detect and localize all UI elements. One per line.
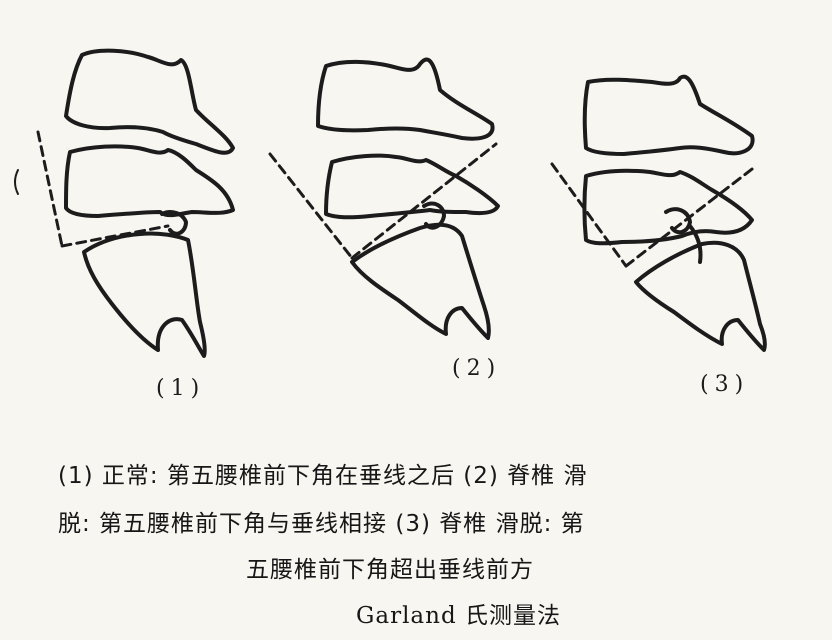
vertebra-l4 bbox=[582, 74, 755, 156]
perpendicular-line bbox=[268, 152, 354, 260]
perpendicular-line bbox=[36, 130, 64, 248]
sacrum bbox=[350, 222, 491, 340]
figure-label-2: (2) bbox=[452, 356, 502, 381]
scan-mark bbox=[14, 169, 19, 195]
facet-joint bbox=[422, 201, 446, 230]
caption-line-1: (1) 正常: 第五腰椎前下角在垂线之后 (2) 脊椎 滑 bbox=[58, 463, 588, 489]
vertebra-l4 bbox=[316, 57, 495, 141]
vertebra-l4 bbox=[64, 48, 235, 155]
figure-title: Garland 氏测量法 bbox=[356, 603, 561, 629]
vertebra-l5 bbox=[582, 168, 754, 246]
sacral-base-line bbox=[624, 164, 758, 268]
facet-joint bbox=[160, 210, 188, 236]
facet-joint bbox=[664, 207, 692, 235]
perpendicular-line bbox=[550, 162, 628, 268]
sacrum bbox=[634, 240, 767, 352]
spine-diagram-beyond bbox=[550, 74, 767, 352]
sacral-base-line bbox=[60, 224, 170, 248]
spine-diagram-touching bbox=[268, 57, 500, 340]
figure-label-3: (3) bbox=[700, 372, 750, 397]
sacral-base-line bbox=[350, 142, 498, 260]
caption-line-2: 脱: 第五腰椎前下角与垂线相接 (3) 脊椎 滑脱: 第 bbox=[58, 511, 585, 537]
caption-line-3: 五腰椎前下角超出垂线前方 bbox=[246, 557, 534, 583]
figure-label-1: (1) bbox=[156, 376, 206, 401]
vertebra-l5 bbox=[64, 144, 235, 218]
sacrum bbox=[82, 231, 207, 358]
sacral-fragment bbox=[688, 224, 703, 264]
vertebra-l5 bbox=[324, 153, 500, 220]
spine-diagram-normal bbox=[36, 48, 235, 358]
